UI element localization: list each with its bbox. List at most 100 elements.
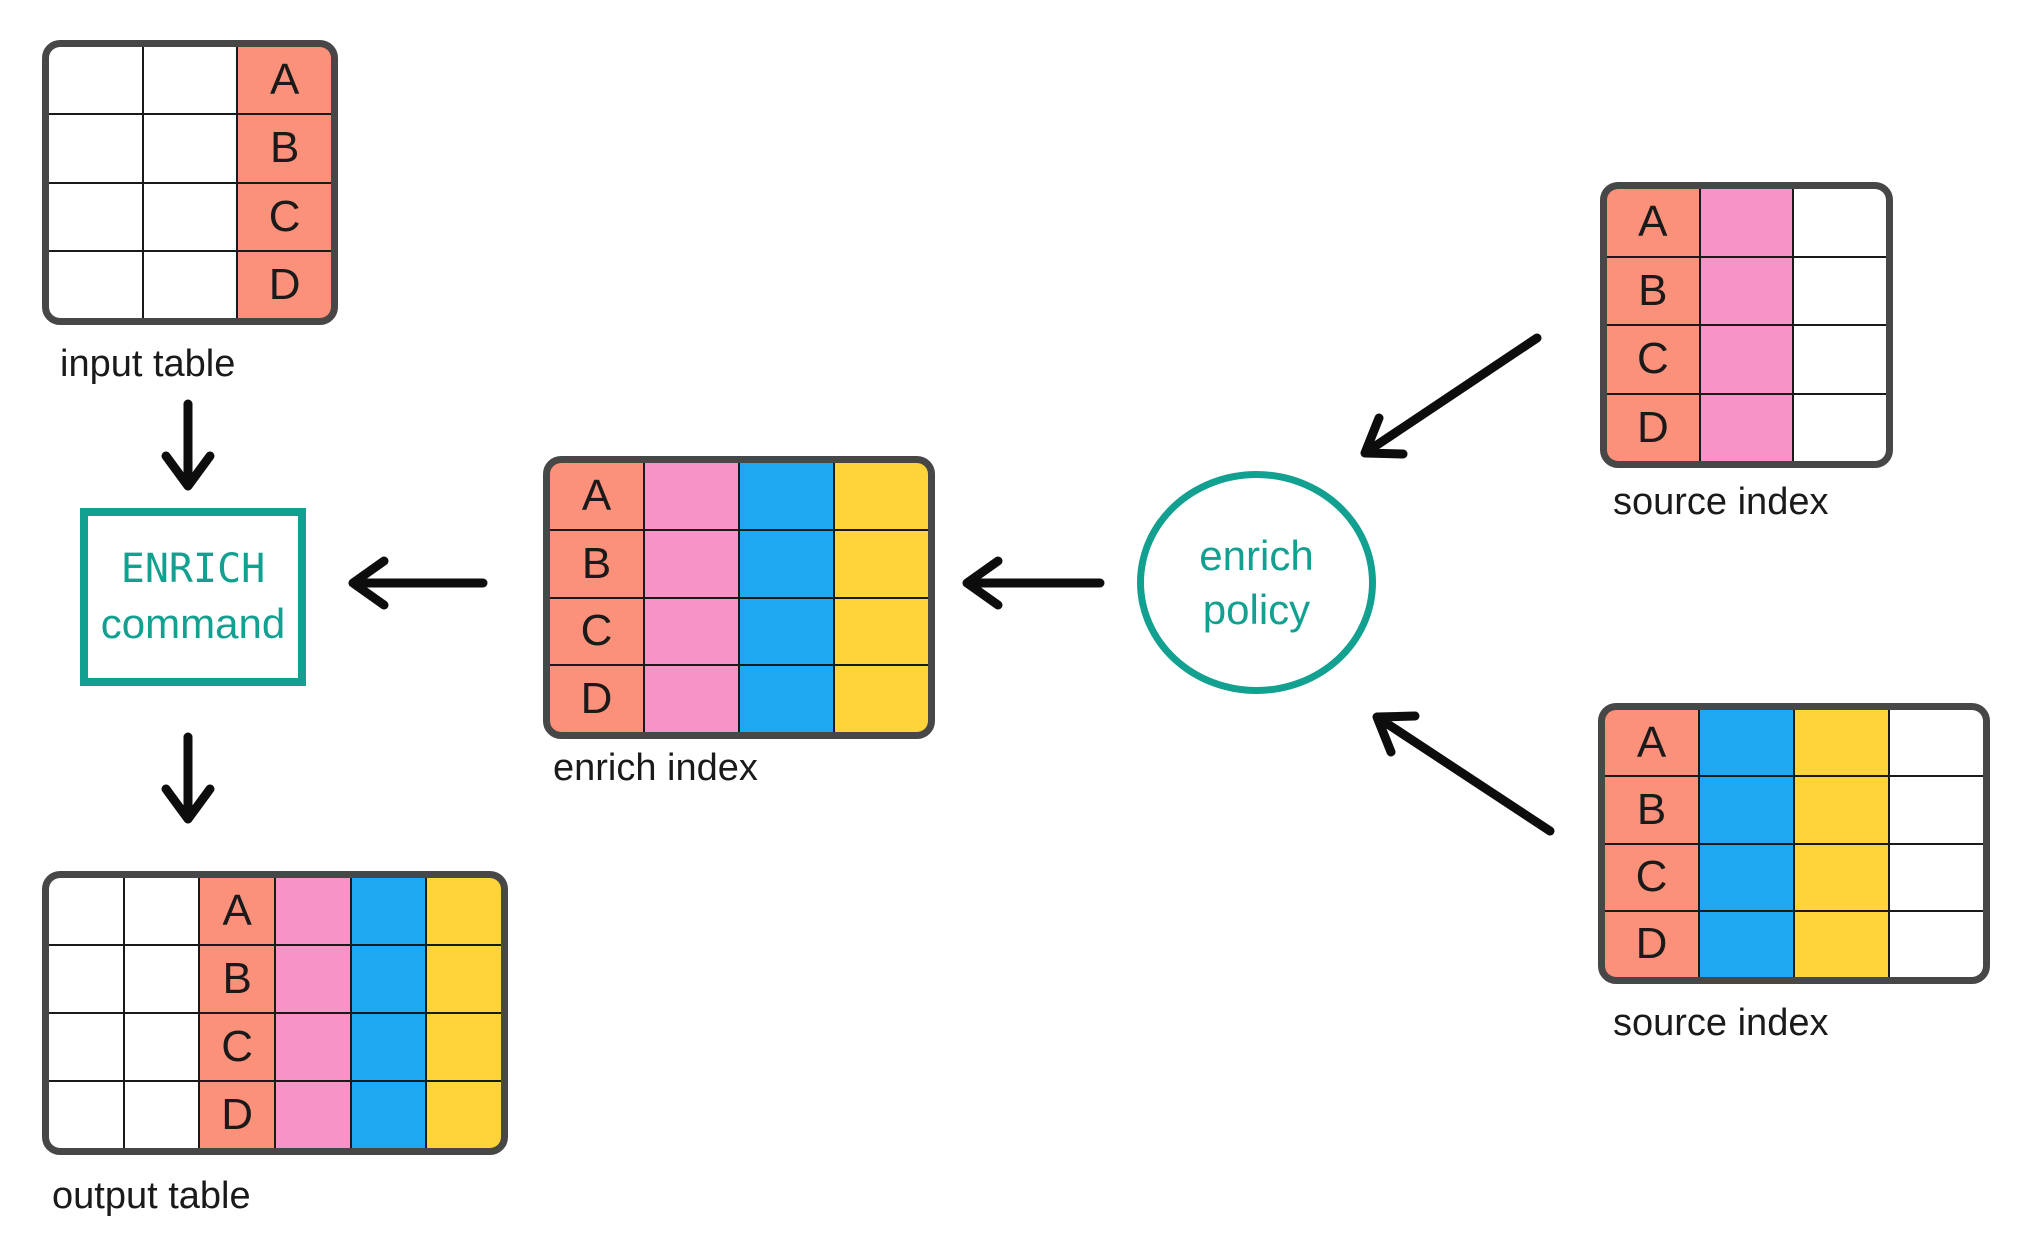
- cell: [645, 666, 738, 732]
- cell: [1700, 394, 1793, 461]
- cell: [1700, 257, 1793, 324]
- cell: [1700, 189, 1793, 256]
- key-cell: A: [238, 47, 331, 114]
- cell: [835, 598, 928, 665]
- cell: [1795, 844, 1888, 910]
- output-table-label: output table: [52, 1175, 251, 1217]
- enrich-policy-line1: enrich: [1199, 531, 1314, 579]
- cell: [645, 530, 738, 597]
- cell: [1795, 777, 1888, 843]
- key-cell: D: [200, 1082, 274, 1148]
- key-cell: C: [1607, 326, 1699, 393]
- arrow-index-to-command-icon: [348, 556, 488, 610]
- cell: [835, 666, 928, 732]
- enrich-command-keyword: ENRICH: [120, 546, 266, 592]
- cell: [124, 878, 199, 944]
- cell: [1795, 911, 1888, 977]
- source-index-top-label: source index: [1613, 481, 1829, 523]
- key-cell: D: [238, 251, 331, 318]
- key-cell: C: [550, 598, 643, 665]
- key-cell: A: [200, 878, 274, 944]
- enrich-command-word: command: [100, 600, 286, 647]
- cell: [143, 47, 237, 114]
- cell: [49, 47, 142, 114]
- cell: [143, 115, 237, 182]
- cell: [143, 251, 237, 318]
- enrich-policy-node: enrich policy: [1137, 471, 1376, 694]
- arrow-source-top-to-policy-icon: [1360, 333, 1542, 459]
- cell: [1794, 394, 1886, 461]
- cell: [1700, 710, 1793, 776]
- cell: [124, 946, 199, 1012]
- key-cell: C: [1605, 844, 1698, 910]
- cell: [351, 1014, 426, 1080]
- cell: [49, 946, 123, 1012]
- cell: [1794, 257, 1886, 324]
- cell: [1890, 710, 1983, 776]
- cell: [1794, 326, 1886, 393]
- cell: [1890, 844, 1983, 910]
- arrow-command-to-output-icon: [161, 732, 215, 824]
- key-cell: D: [1607, 394, 1699, 461]
- key-cell: B: [200, 946, 274, 1012]
- cell: [49, 115, 142, 182]
- cell: [275, 946, 350, 1012]
- cell: [124, 1014, 199, 1080]
- key-cell: A: [1607, 189, 1699, 256]
- key-cell: A: [550, 463, 643, 529]
- key-cell: D: [550, 666, 643, 732]
- cell: [835, 530, 928, 597]
- cell: [1700, 911, 1793, 977]
- cell: [124, 1082, 199, 1148]
- cell: [645, 463, 738, 529]
- cell: [275, 878, 350, 944]
- cell: [49, 878, 123, 944]
- cell: [49, 251, 142, 318]
- cell: [740, 463, 833, 529]
- key-cell: B: [550, 530, 643, 597]
- cell: [1700, 326, 1793, 393]
- arrow-input-to-command-icon: [161, 399, 215, 491]
- key-cell: B: [1605, 777, 1698, 843]
- cell: [49, 183, 142, 250]
- cell: [1795, 710, 1888, 776]
- cell: [645, 598, 738, 665]
- cell: [740, 598, 833, 665]
- cell: [1890, 911, 1983, 977]
- arrow-source-bottom-to-policy-icon: [1372, 711, 1555, 836]
- key-cell: C: [238, 183, 331, 250]
- cell: [427, 1014, 501, 1080]
- input-table-label: input table: [60, 343, 236, 385]
- cell: [49, 1082, 123, 1148]
- key-cell: A: [1605, 710, 1698, 776]
- cell: [143, 183, 237, 250]
- cell: [1890, 777, 1983, 843]
- source-index-bottom-label: source index: [1613, 1002, 1829, 1044]
- cell: [1700, 777, 1793, 843]
- enrich-index-label: enrich index: [553, 747, 758, 789]
- cell: [351, 946, 426, 1012]
- key-cell: B: [238, 115, 331, 182]
- enrich-policy-line2: policy: [1202, 585, 1311, 633]
- cell: [427, 1082, 501, 1148]
- cell: [427, 878, 501, 944]
- enrich-command-node: ENRICH command: [80, 508, 306, 686]
- cell: [835, 463, 928, 529]
- cell: [49, 1014, 123, 1080]
- cell: [351, 878, 426, 944]
- cell: [427, 946, 501, 1012]
- cell: [740, 530, 833, 597]
- cell: [275, 1014, 350, 1080]
- cell: [275, 1082, 350, 1148]
- cell: [740, 666, 833, 732]
- key-cell: C: [200, 1014, 274, 1080]
- key-cell: D: [1605, 911, 1698, 977]
- cell: [1700, 844, 1793, 910]
- key-cell: B: [1607, 257, 1699, 324]
